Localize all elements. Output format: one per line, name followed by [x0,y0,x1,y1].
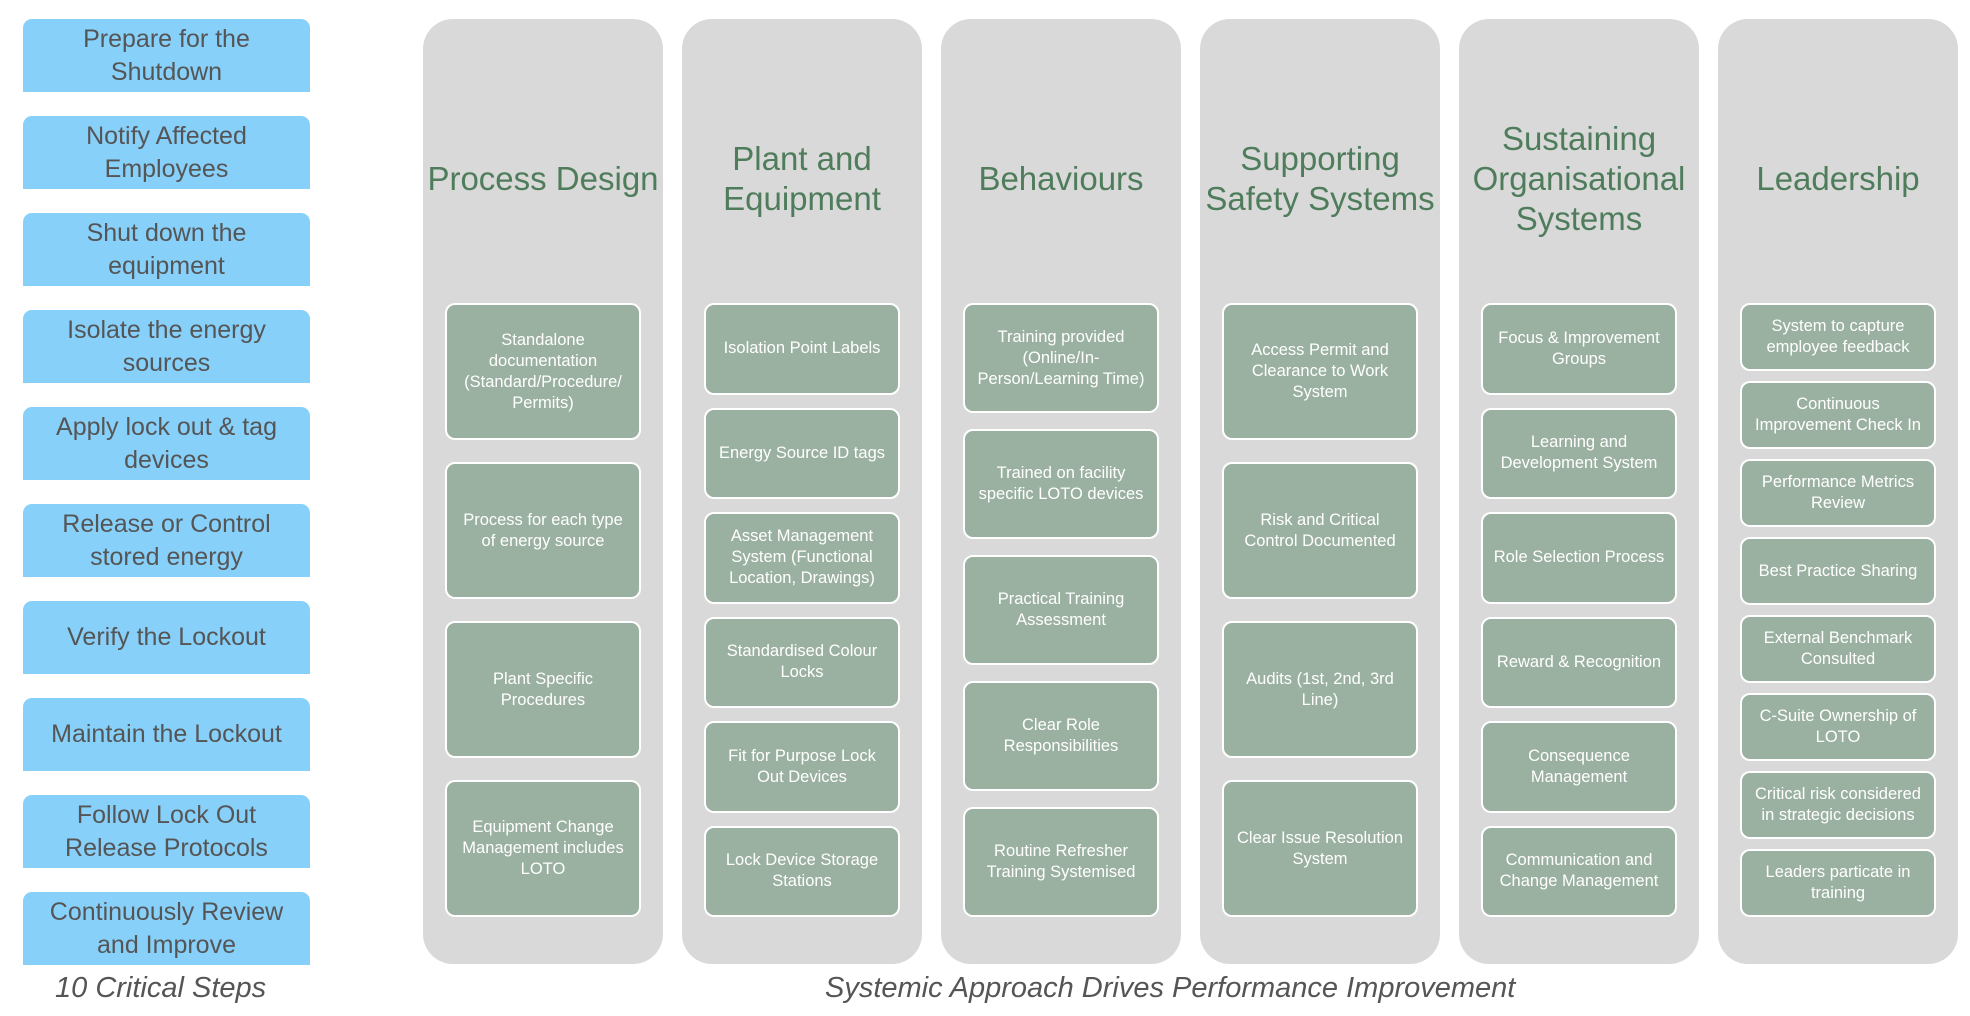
pillar-card: C-Suite Ownership of LOTO [1740,693,1936,761]
pillar-card: Clear Role Responsibilities [963,681,1159,791]
pillar-card: Standalone documentation (Standard/Proce… [445,303,641,440]
steps-caption: 10 Critical Steps [55,972,267,1004]
step-box: Follow Lock Out Release Protocols [23,795,310,868]
pillar-card: Energy Source ID tags [704,407,900,499]
pillar-card: External Benchmark Consulted [1740,615,1936,683]
pillar-card: Lock Device Storage Stations [704,825,900,917]
pillar-card: Asset Management System (Functional Loca… [704,512,900,604]
pillar-title: Behaviours [978,160,1144,197]
pillar-card: Best Practice Sharing [1740,537,1936,605]
pillar-card: Isolation Point Labels [704,303,900,395]
step-box: Release or Control stored energy [23,504,310,577]
step-box: Verify the Lockout [23,601,310,674]
pillar-title: Leadership [1756,160,1920,197]
pillar-card: Training provided (Online/In-Person/Lear… [963,303,1159,413]
pillar-card: Equipment Change Management includes LOT… [445,780,641,917]
pillar-card: Routine Refresher Training Systemised [963,807,1159,917]
step-box: Shut down the equipment [23,213,310,286]
pillar-card: Plant Specific Procedures [445,621,641,758]
pillar-cards: Standalone documentation (Standard/Proce… [445,303,641,917]
step-box: Continuously Review and Improve [23,892,310,965]
pillar-card: Clear Issue Resolution System [1222,780,1418,917]
pillar-card: Process for each type of energy source [445,462,641,599]
pillar-cards: Training provided (Online/In-Person/Lear… [963,303,1159,917]
pillar-card: Focus & Improvement Groups [1481,303,1677,395]
pillar-card: Consequence Management [1481,721,1677,813]
pillar-card: Performance Metrics Review [1740,459,1936,527]
pillar-card: System to capture employee feedback [1740,303,1936,371]
pillar-card: Communication and Change Management [1481,825,1677,917]
pillar-title: Sustaining Organisational Systems [1472,120,1686,237]
step-box: Apply lock out & tag devices [23,407,310,480]
pillar-card: Leaders particate in training [1740,849,1936,917]
pillar-card: Fit for Purpose Lock Out Devices [704,721,900,813]
pillar-card: Access Permit and Clearance to Work Syst… [1222,303,1418,440]
pillar-card: Audits (1st, 2nd, 3rd Line) [1222,621,1418,758]
pillar-title: Plant and Equipment [723,140,881,217]
pillar-card: Standardised Colour Locks [704,616,900,708]
pillar-title: Supporting Safety Systems [1205,140,1435,217]
pillar-card: Trained on facility specific LOTO device… [963,429,1159,539]
pillar-card: Continuous Improvement Check In [1740,381,1936,449]
pillar-card: Risk and Critical Control Documented [1222,462,1418,599]
pillar-card: Role Selection Process [1481,512,1677,604]
pillar-card: Learning and Development System [1481,407,1677,499]
step-box: Notify Affected Employees [23,116,310,189]
step-box: Maintain the Lockout [23,698,310,771]
pillar-card: Reward & Recognition [1481,616,1677,708]
step-box: Isolate the energy sources [23,310,310,383]
pillar-title: Process Design [427,160,659,197]
pillar-cards: Access Permit and Clearance to Work Syst… [1222,303,1418,917]
pillar-card: Practical Training Assessment [963,555,1159,665]
step-box: Prepare for the Shutdown [23,19,310,92]
main-caption: Systemic Approach Drives Performance Imp… [825,972,1516,1004]
pillar-card: Critical risk considered in strategic de… [1740,771,1936,839]
